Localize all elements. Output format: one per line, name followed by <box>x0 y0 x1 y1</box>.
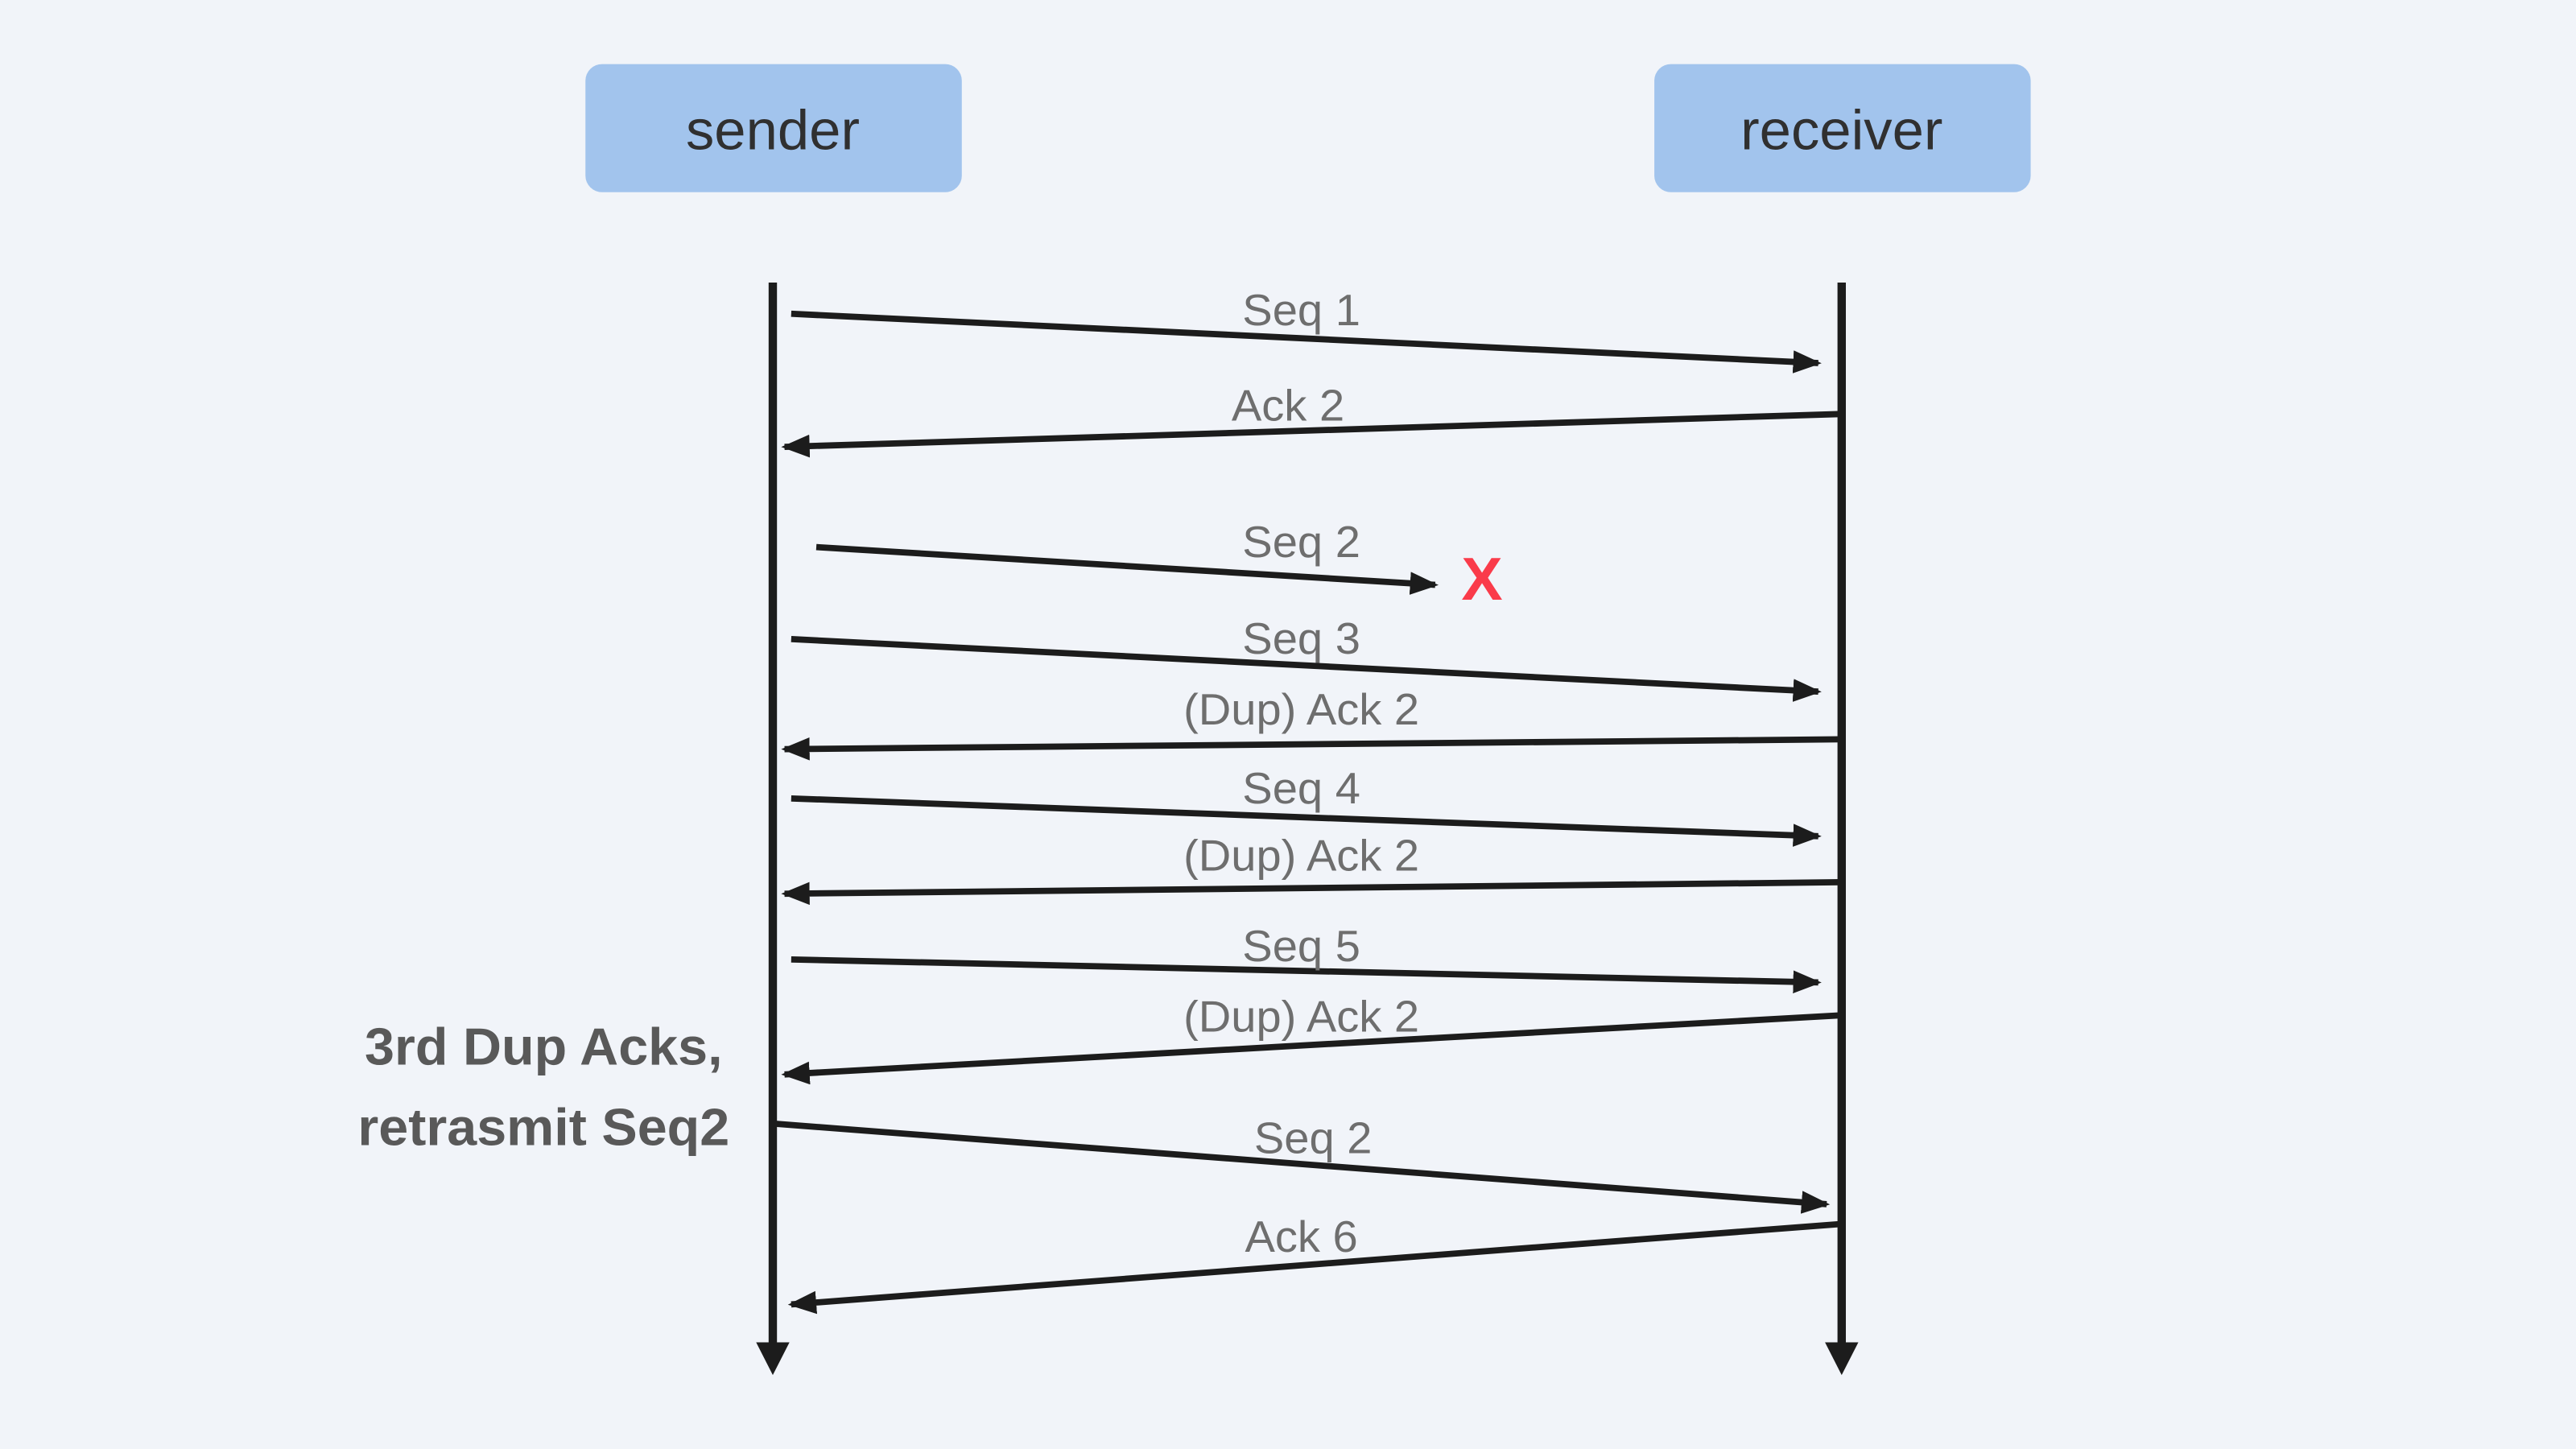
arrow-seq-5 <box>791 956 1822 993</box>
label-dup-ack-2-3: (Dup) Ack 2 <box>1183 992 1419 1041</box>
packet-loss-x-marker: X <box>1461 546 1502 613</box>
sender-box-label: sender <box>686 99 860 161</box>
label-seq-1: Seq 1 <box>1242 286 1360 335</box>
label-seq-5: Seq 5 <box>1242 921 1360 970</box>
arrow-dup-ack-2-1 <box>781 736 1842 761</box>
receiver-box-label: receiver <box>1740 99 1942 161</box>
arrow-dup-ack-2-2 <box>781 879 1842 906</box>
arrow-seq-4 <box>791 795 1822 847</box>
sender-box <box>585 64 962 192</box>
arrow-ack-2 <box>781 411 1842 458</box>
arrow-seq-1 <box>791 310 1822 374</box>
label-dup-ack-2-2: (Dup) Ack 2 <box>1183 831 1419 880</box>
label-seq-2-retransmit: Seq 2 <box>1254 1113 1373 1162</box>
arrow-seq-3 <box>791 636 1822 702</box>
arrow-ack-6 <box>787 1220 1843 1315</box>
label-ack-2: Ack 2 <box>1232 381 1344 430</box>
arrow-seq-2-retransmit <box>774 1121 1831 1214</box>
label-ack-6: Ack 6 <box>1245 1212 1357 1261</box>
receiver-box <box>1654 64 2031 192</box>
label-seq-2-lost: Seq 2 <box>1242 517 1360 566</box>
annotation-line-1: 3rd Dup Acks, <box>365 1017 723 1075</box>
label-dup-ack-2-1: (Dup) Ack 2 <box>1183 684 1419 733</box>
annotation-line-2: retrasmit Seq2 <box>357 1097 729 1156</box>
label-seq-4: Seq 4 <box>1242 763 1360 812</box>
label-seq-3: Seq 3 <box>1242 614 1360 663</box>
arrow-seq-2-lost <box>815 543 1439 595</box>
arrow-dup-ack-2-3 <box>781 1012 1843 1085</box>
